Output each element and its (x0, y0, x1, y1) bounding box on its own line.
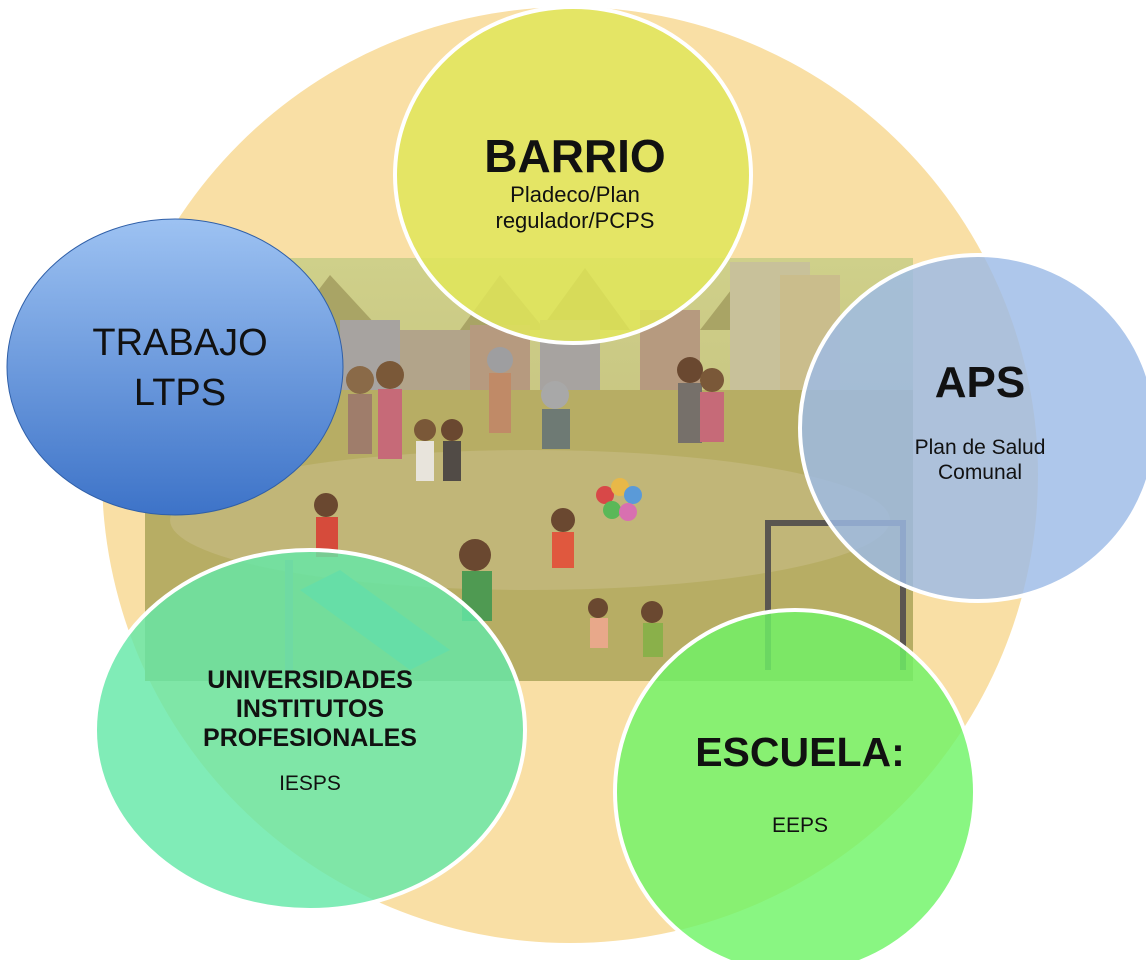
trabajo-subtitle: LTPS (133, 372, 227, 414)
trabajo-title: TRABAJO (92, 322, 268, 364)
barrio-title: BARRIO (484, 130, 666, 182)
trabajo-label: TRABAJO LTPS (60, 318, 300, 418)
escuela-subtitle: EEPS (771, 814, 829, 837)
barrio-label: BARRIO Pladeco/Plan regulador/PCPS (440, 130, 710, 234)
aps-circle (798, 253, 1146, 603)
barrio-subtitle-line2: regulador/PCPS (495, 208, 655, 233)
trabajo-circle (6, 218, 344, 516)
universidades-circle (93, 548, 527, 912)
aps-title: APS (934, 358, 1026, 407)
universidades-title-line3: PROFESIONALES (203, 724, 417, 752)
universidades-title-line2: INSTITUTOS (235, 695, 385, 723)
aps-subtitle-line2: Comunal (937, 461, 1023, 484)
aps-subtitle-line1: Plan de Salud (914, 436, 1046, 459)
barrio-circle (393, 5, 753, 345)
escuela-title: ESCUELA: (695, 729, 905, 775)
escuela-label: ESCUELA: EEPS (670, 727, 930, 838)
universidades-title-line1: UNIVERSIDADES (207, 666, 413, 694)
universidades-label: UNIVERSIDADES INSTITUTOS PROFESIONALES I… (160, 666, 460, 796)
barrio-subtitle-line1: Pladeco/Plan (510, 182, 640, 207)
aps-label: APS Plan de Salud Comunal (860, 357, 1100, 485)
escuela-circle (613, 608, 977, 960)
universidades-subtitle: IESPS (279, 772, 341, 795)
